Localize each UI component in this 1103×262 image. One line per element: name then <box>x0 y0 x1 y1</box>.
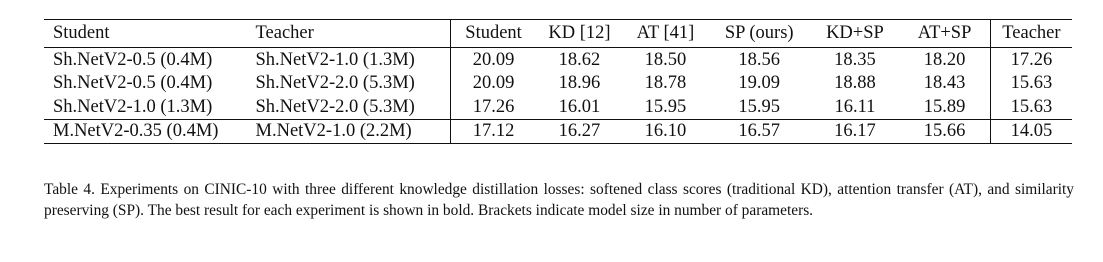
cell-sp: 18.56 <box>738 49 781 70</box>
cell-at: 18.78 <box>644 73 687 93</box>
col-header-student-model: Student <box>53 23 110 44</box>
cell-kd: 18.96 <box>558 73 601 93</box>
cell-student-error: 17.12 <box>450 119 536 144</box>
cell-kd: 16.27 <box>558 121 601 141</box>
cell-teacher-model: Sh.NetV2-2.0 (5.3M) <box>255 96 415 117</box>
cell-sp: 15.95 <box>738 96 781 117</box>
cell-kd: 16.01 <box>558 96 601 117</box>
table-caption: Table 4. Experiments on CINIC-10 with th… <box>44 181 1074 219</box>
cell-kd-sp: 16.17 <box>834 121 876 141</box>
cell-student-model: M.NetV2-0.35 (0.4M) <box>53 121 219 141</box>
cell-teacher-error: 15.63 <box>989 95 1072 119</box>
cell-teacher-model: Sh.NetV2-2.0 (5.3M) <box>255 73 415 93</box>
cell-teacher-error: 17.26 <box>989 47 1072 72</box>
cell-student-model: Sh.NetV2-1.0 (1.3M) <box>53 96 213 117</box>
cell-teacher-error: 14.05 <box>989 119 1072 144</box>
table-row: M.NetV2-0.35 (0.4M) M.NetV2-1.0 (2.2M) 1… <box>44 119 1072 144</box>
col-header-sp: SP (ours) <box>724 23 794 44</box>
cell-at-sp-best: 15.66 <box>923 121 966 141</box>
cell-student-model: Sh.NetV2-0.5 (0.4M) <box>53 73 213 93</box>
col-header-at: AT [41] <box>636 23 695 44</box>
col-header-kd: KD [12] <box>548 23 611 44</box>
cell-kd-sp: 16.11 <box>834 96 876 117</box>
table-row: Sh.NetV2-0.5 (0.4M) Sh.NetV2-1.0 (1.3M) … <box>44 47 1072 72</box>
cell-teacher-model: Sh.NetV2-1.0 (1.3M) <box>255 49 415 70</box>
cell-student-error: 20.09 <box>450 47 536 72</box>
cell-teacher-model: M.NetV2-1.0 (2.2M) <box>255 121 412 141</box>
col-header-kd-sp: KD+SP <box>826 23 884 44</box>
cell-at: 16.10 <box>644 121 687 141</box>
cell-at-sp-best: 15.89 <box>923 96 966 117</box>
cell-student-error: 17.26 <box>450 95 536 119</box>
cell-student-error: 20.09 <box>450 71 536 95</box>
table-row: Sh.NetV2-1.0 (1.3M) Sh.NetV2-2.0 (5.3M) … <box>44 95 1072 119</box>
cell-at-sp-best: 18.43 <box>923 73 966 93</box>
cell-teacher-error: 15.63 <box>989 71 1072 95</box>
cell-sp: 16.57 <box>738 121 781 141</box>
cell-sp: 19.09 <box>738 73 781 93</box>
col-header-teacher-model: Teacher <box>255 23 314 44</box>
cell-at: 18.50 <box>644 49 687 70</box>
cell-kd-sp: 18.88 <box>834 73 876 93</box>
cell-kd: 18.62 <box>558 49 601 70</box>
col-header-teacher-error: Teacher <box>989 19 1072 48</box>
cell-at: 15.95 <box>644 96 687 117</box>
results-table: Student Teacher Student KD [12] AT [41] … <box>44 19 1072 144</box>
table-header-row: Student Teacher Student KD [12] AT [41] … <box>44 19 1072 48</box>
col-header-student-error: Student <box>450 19 536 48</box>
cell-student-model: Sh.NetV2-0.5 (0.4M) <box>53 49 213 70</box>
cell-kd-sp: 18.35 <box>834 49 876 70</box>
cell-at-sp-best: 18.20 <box>923 49 966 70</box>
col-header-at-sp: AT+SP <box>917 23 972 44</box>
table-row: Sh.NetV2-0.5 (0.4M) Sh.NetV2-2.0 (5.3M) … <box>44 71 1072 95</box>
